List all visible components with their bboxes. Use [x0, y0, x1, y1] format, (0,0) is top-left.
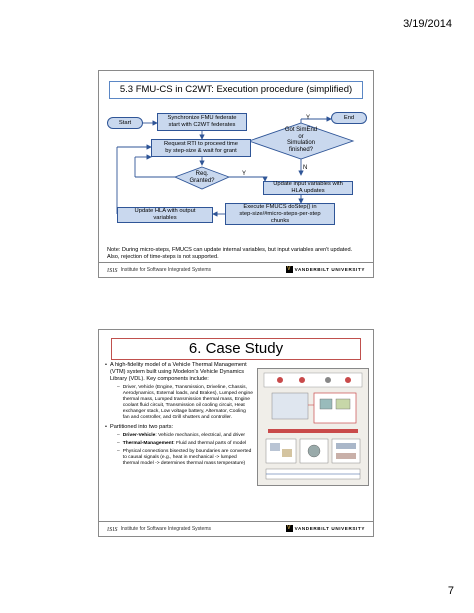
yes-label-simend: Y: [306, 115, 311, 121]
request-line-2: by step-size & wait for grant: [165, 148, 237, 154]
sub-bullet-text: Driver, Vehicle (Engine, Transmission, D…: [122, 385, 253, 420]
slide-title: 5.3 FMU-CS in C2WT: Execution procedure …: [109, 81, 363, 99]
university-name: VANDERBILT UNIVERSITY: [294, 526, 365, 531]
update-input-line-1: Update input variables with: [273, 181, 343, 187]
simend-line-4: finished?: [288, 146, 314, 153]
vtm-model-diagram: [257, 368, 369, 486]
synchronize-box: Synchronize FMU federate start with C2WT…: [157, 113, 247, 131]
vanderbilt-v-icon: V: [285, 266, 293, 273]
simend-decision: [247, 122, 355, 160]
sub-bullet-head: Driver-Vehicle: [122, 433, 156, 438]
simend-line-2: or: [298, 133, 304, 140]
slide-case-study: 6. Case Study •A high-fidelity model of …: [98, 329, 374, 537]
start-node: Start: [107, 117, 143, 129]
synchronize-line-1: Synchronize FMU federate: [167, 115, 237, 121]
institute-name: Institute for Software Integrated System…: [120, 266, 211, 273]
sub-bullet-text: Physical connections bisected by boundar…: [122, 449, 252, 466]
slide-title: 6. Case Study: [111, 338, 361, 360]
sub-bullet-text: : Vehicle mechanics, electrical, and dri…: [155, 433, 246, 438]
end-node: End: [331, 112, 367, 124]
no-label-simend: N: [303, 165, 308, 171]
execute-dostep-box: Execute FMUCS doStep() in step-size/#mic…: [225, 203, 335, 225]
execute-line-3: chunks: [270, 217, 290, 224]
slide-footer: ısıs Institute for Software Integrated S…: [99, 521, 373, 536]
sub-bullet-item: –Physical connections bisected by bounda…: [117, 449, 252, 466]
vanderbilt-v-icon: V: [285, 525, 293, 532]
isis-logo: ısıs Institute for Software Integrated S…: [107, 524, 211, 533]
slide-note: Note: During micro-steps, FMUCS can upda…: [107, 247, 353, 260]
execute-line-2: step-size/#micro-steps-per-step: [239, 210, 321, 217]
vtm-model-drawing: [263, 372, 363, 480]
simend-line-3: Simulation: [286, 140, 315, 146]
synchronize-line-2: start with C2WT federates: [168, 122, 236, 128]
update-input-line-2: HLA updates: [291, 188, 325, 194]
flowchart-connectors: [116, 116, 355, 217]
page-date: 3/19/2014: [403, 18, 452, 30]
execute-line-1: Execute FMUCS doStep() in: [243, 203, 317, 210]
request-rti-box: Request RTI to proceed time by step-size…: [151, 139, 251, 157]
institute-name: Institute for Software Integrated System…: [120, 525, 211, 532]
sub-bullet-text: : Fluid and thermal parts of model: [173, 441, 247, 446]
vanderbilt-logo: V VANDERBILT UNIVERSITY: [285, 525, 365, 532]
isis-wordmark-icon: ısıs: [107, 524, 118, 533]
slide-execution-procedure: 5.3 FMU-CS in C2WT: Execution procedure …: [98, 70, 374, 278]
bullet-text: A high-fidelity model of a Vehicle Therm…: [109, 362, 247, 382]
sub-bullet-item: –Thermal-Management: Fluid and thermal p…: [117, 441, 247, 446]
update-output-line-2: variables: [153, 215, 177, 221]
granted-label: Req. Granted?: [187, 171, 217, 184]
simend-line-1: Got SimEnd: [284, 127, 318, 133]
granted-decision: [173, 166, 231, 190]
bullet-item: •A high-fidelity model of a Vehicle Ther…: [105, 362, 253, 383]
simend-label: Got SimEnd or Simulation finished?: [275, 127, 327, 153]
granted-line-1: Req.: [195, 171, 209, 177]
bullet-text: Partitioned into two parts:: [109, 424, 174, 430]
update-output-line-1: Update HLA with output: [134, 208, 196, 214]
slide-footer: ısıs Institute for Software Integrated S…: [99, 262, 373, 277]
bullet-list: •A high-fidelity model of a Vehicle Ther…: [105, 362, 253, 467]
page-number: 7: [447, 585, 454, 597]
isis-logo: ısıs Institute for Software Integrated S…: [107, 265, 211, 274]
isis-wordmark-icon: ısıs: [107, 265, 118, 274]
university-name: VANDERBILT UNIVERSITY: [294, 267, 365, 272]
yes-label-granted: Y: [242, 171, 247, 177]
sub-bullet-item: –Driver-Vehicle: Vehicle mechanics, elec…: [117, 433, 246, 438]
update-output-box: Update HLA with output variables: [117, 207, 213, 223]
bullet-item: •Partitioned into two parts:: [105, 424, 174, 430]
vanderbilt-logo: V VANDERBILT UNIVERSITY: [285, 266, 365, 273]
sub-bullet-item: –Driver, Vehicle (Engine, Transmission, …: [117, 385, 253, 420]
granted-line-2: Granted?: [189, 177, 215, 184]
request-line-1: Request RTI to proceed time: [163, 141, 238, 147]
update-input-box: Update input variables with HLA updates: [263, 181, 353, 195]
sub-bullet-head: Thermal-Management: [122, 441, 174, 446]
